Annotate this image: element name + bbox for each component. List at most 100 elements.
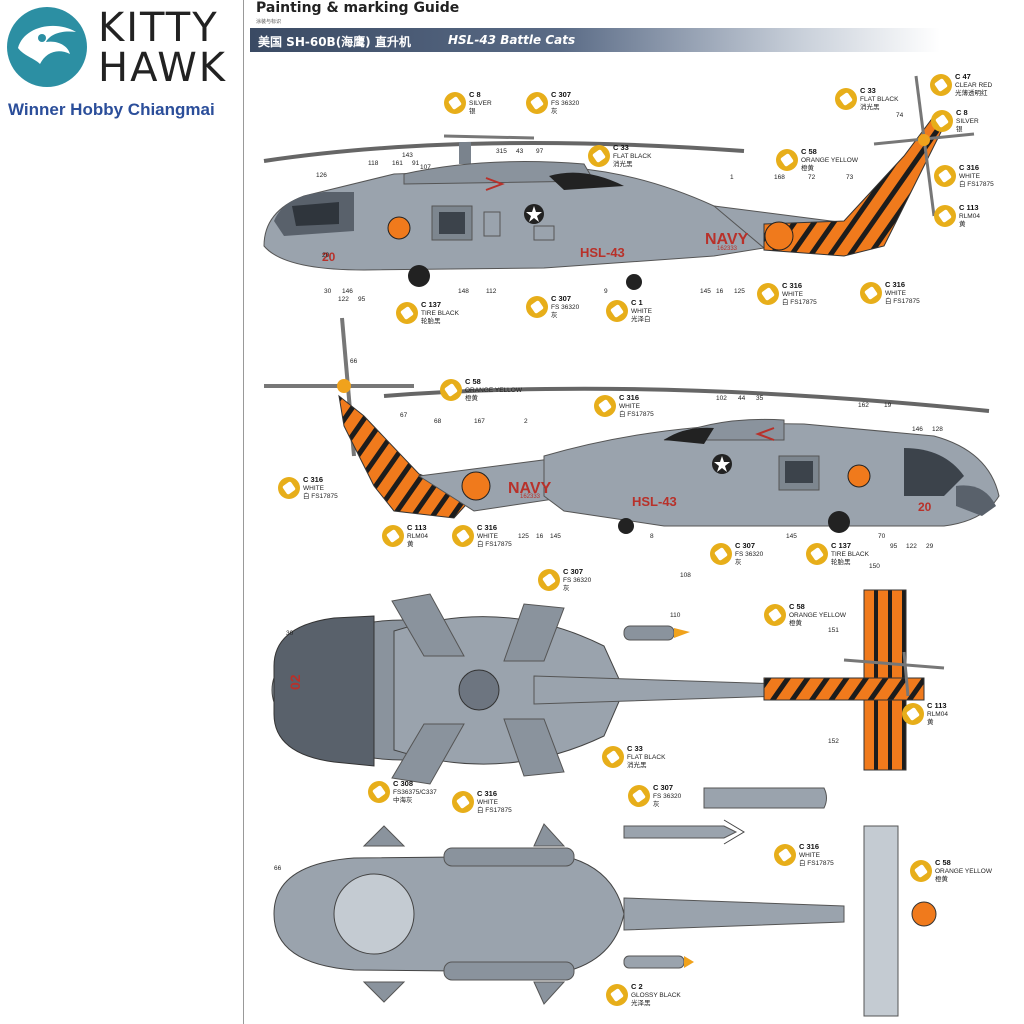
paint-code: C 58 bbox=[465, 377, 481, 386]
navy-marking-1: NAVY bbox=[705, 231, 749, 248]
decal-number: 30 bbox=[324, 288, 332, 295]
decal-number: 126 bbox=[316, 172, 327, 179]
serial-marking-1: 162333 bbox=[717, 246, 738, 252]
paint-label: 白 FS17875 bbox=[885, 298, 920, 305]
paint-brush-icon bbox=[444, 92, 466, 114]
serial-marking-2: 162333 bbox=[520, 494, 541, 500]
decal-number: 107 bbox=[420, 164, 431, 171]
paint-code: C 33 bbox=[613, 143, 629, 152]
paint-code: C 316 bbox=[885, 280, 906, 289]
paint-label: 轮胎黑 bbox=[421, 318, 441, 325]
paint-label: 白 FS17875 bbox=[477, 541, 512, 548]
paint-label: FLAT BLACK bbox=[860, 96, 899, 103]
paint-code: C 47 bbox=[955, 72, 971, 81]
paint-code: C 8 bbox=[956, 108, 968, 117]
kitty-hawk-logo-icon bbox=[7, 7, 87, 87]
paint-brush-icon bbox=[396, 302, 418, 324]
modex-marking-2: 20 bbox=[918, 500, 932, 514]
decal-number: 29 bbox=[926, 543, 934, 550]
paint-code: C 307 bbox=[653, 783, 674, 792]
paint-label: 橙黄 bbox=[935, 876, 948, 883]
paint-label: 白 FS17875 bbox=[959, 181, 994, 188]
decal-number: 128 bbox=[932, 426, 943, 433]
decal-number: 125 bbox=[518, 533, 529, 540]
paint-label: SILVER bbox=[956, 118, 979, 125]
paint-label: WHITE bbox=[782, 291, 803, 298]
paint-brush-icon bbox=[902, 703, 924, 725]
paint-brush-icon bbox=[774, 844, 796, 866]
paint-code: C 33 bbox=[627, 744, 643, 753]
decal-number: 102 bbox=[716, 395, 727, 402]
decal-number: 66 bbox=[274, 865, 282, 872]
paint-label: 白 FS17875 bbox=[799, 860, 834, 867]
paint-label: 光泽白 bbox=[631, 316, 651, 323]
paint-label: 灰 bbox=[563, 585, 570, 592]
decal-number: 20 bbox=[322, 252, 330, 259]
decal-number: 150 bbox=[869, 563, 880, 570]
paint-code: C 316 bbox=[303, 475, 324, 484]
paint-label: 消光黑 bbox=[613, 161, 633, 168]
decal-number: 167 bbox=[474, 418, 485, 425]
paint-brush-icon bbox=[930, 74, 952, 96]
paint-label: 消光黑 bbox=[860, 104, 880, 111]
paint-brush-icon bbox=[934, 165, 956, 187]
paint-code: C 307 bbox=[563, 567, 584, 576]
navy-marking-2: NAVY bbox=[508, 480, 552, 497]
paint-code: C 113 bbox=[959, 203, 979, 212]
decal-number: 146 bbox=[912, 426, 923, 433]
decal-number: 148 bbox=[458, 288, 469, 295]
decal-number: 151 bbox=[828, 627, 839, 634]
paint-code: C 58 bbox=[801, 147, 817, 156]
paint-brush-icon bbox=[588, 145, 610, 167]
paint-brush-icon bbox=[606, 300, 628, 322]
decal-number: 112 bbox=[486, 288, 497, 295]
paint-code: C 2 bbox=[631, 982, 643, 991]
paint-label: FLAT BLACK bbox=[627, 754, 666, 761]
paint-brush-icon bbox=[835, 88, 857, 110]
guide-title: Painting & marking Guide bbox=[256, 0, 460, 16]
decal-number: 66 bbox=[350, 358, 358, 365]
paint-label: GLOSSY BLACK bbox=[631, 992, 681, 999]
paint-brush-icon bbox=[382, 525, 404, 547]
bottom-view bbox=[273, 823, 937, 1017]
paint-brush-icon bbox=[934, 205, 956, 227]
decal-number: 122 bbox=[906, 543, 917, 550]
paint-brush-icon bbox=[710, 543, 732, 565]
squadron-marking-1: HSL-43 bbox=[580, 245, 625, 260]
paint-brush-icon bbox=[860, 282, 882, 304]
decal-number: 95 bbox=[890, 543, 898, 550]
decal-number: 2 bbox=[524, 418, 528, 425]
paint-label: RLM04 bbox=[407, 533, 428, 540]
decal-number: 43 bbox=[516, 148, 524, 155]
paint-code: C 307 bbox=[735, 541, 756, 550]
decal-number: 19 bbox=[884, 402, 892, 409]
paint-brush-icon bbox=[602, 746, 624, 768]
paint-brush-icon bbox=[526, 92, 548, 114]
paint-label: SILVER bbox=[469, 100, 492, 107]
paint-label: 光薄透明红 bbox=[955, 90, 988, 97]
decal-number: 68 bbox=[434, 418, 442, 425]
paint-label: FS 36320 bbox=[735, 551, 764, 558]
paint-label: TIRE BLACK bbox=[831, 551, 869, 558]
paint-label: WHITE bbox=[619, 403, 640, 410]
paint-label: FS 36320 bbox=[551, 304, 580, 311]
paint-brush-icon bbox=[606, 984, 628, 1006]
paint-label: ORANGE YELLOW bbox=[935, 868, 992, 875]
paint-brush-icon bbox=[757, 283, 779, 305]
decal-number: 125 bbox=[734, 288, 745, 295]
decal-number: 108 bbox=[680, 572, 691, 579]
paint-label: 黄 bbox=[959, 221, 966, 228]
decal-number: 145 bbox=[700, 288, 711, 295]
paint-label: WHITE bbox=[477, 533, 498, 540]
brand-name-line1: KITTY bbox=[98, 5, 219, 51]
decal-number: 16 bbox=[716, 288, 724, 295]
decal-number: 91 bbox=[412, 160, 420, 167]
paint-label: WHITE bbox=[799, 852, 820, 859]
decal-number: 72 bbox=[808, 174, 816, 181]
decal-number: 152 bbox=[828, 738, 839, 745]
paint-label: FS 36320 bbox=[563, 577, 592, 584]
paint-brush-icon bbox=[440, 379, 462, 401]
paint-label: WHITE bbox=[303, 485, 324, 492]
paint-label: WHITE bbox=[885, 290, 906, 297]
banner-unit: HSL-43 Battle Cats bbox=[448, 33, 576, 47]
